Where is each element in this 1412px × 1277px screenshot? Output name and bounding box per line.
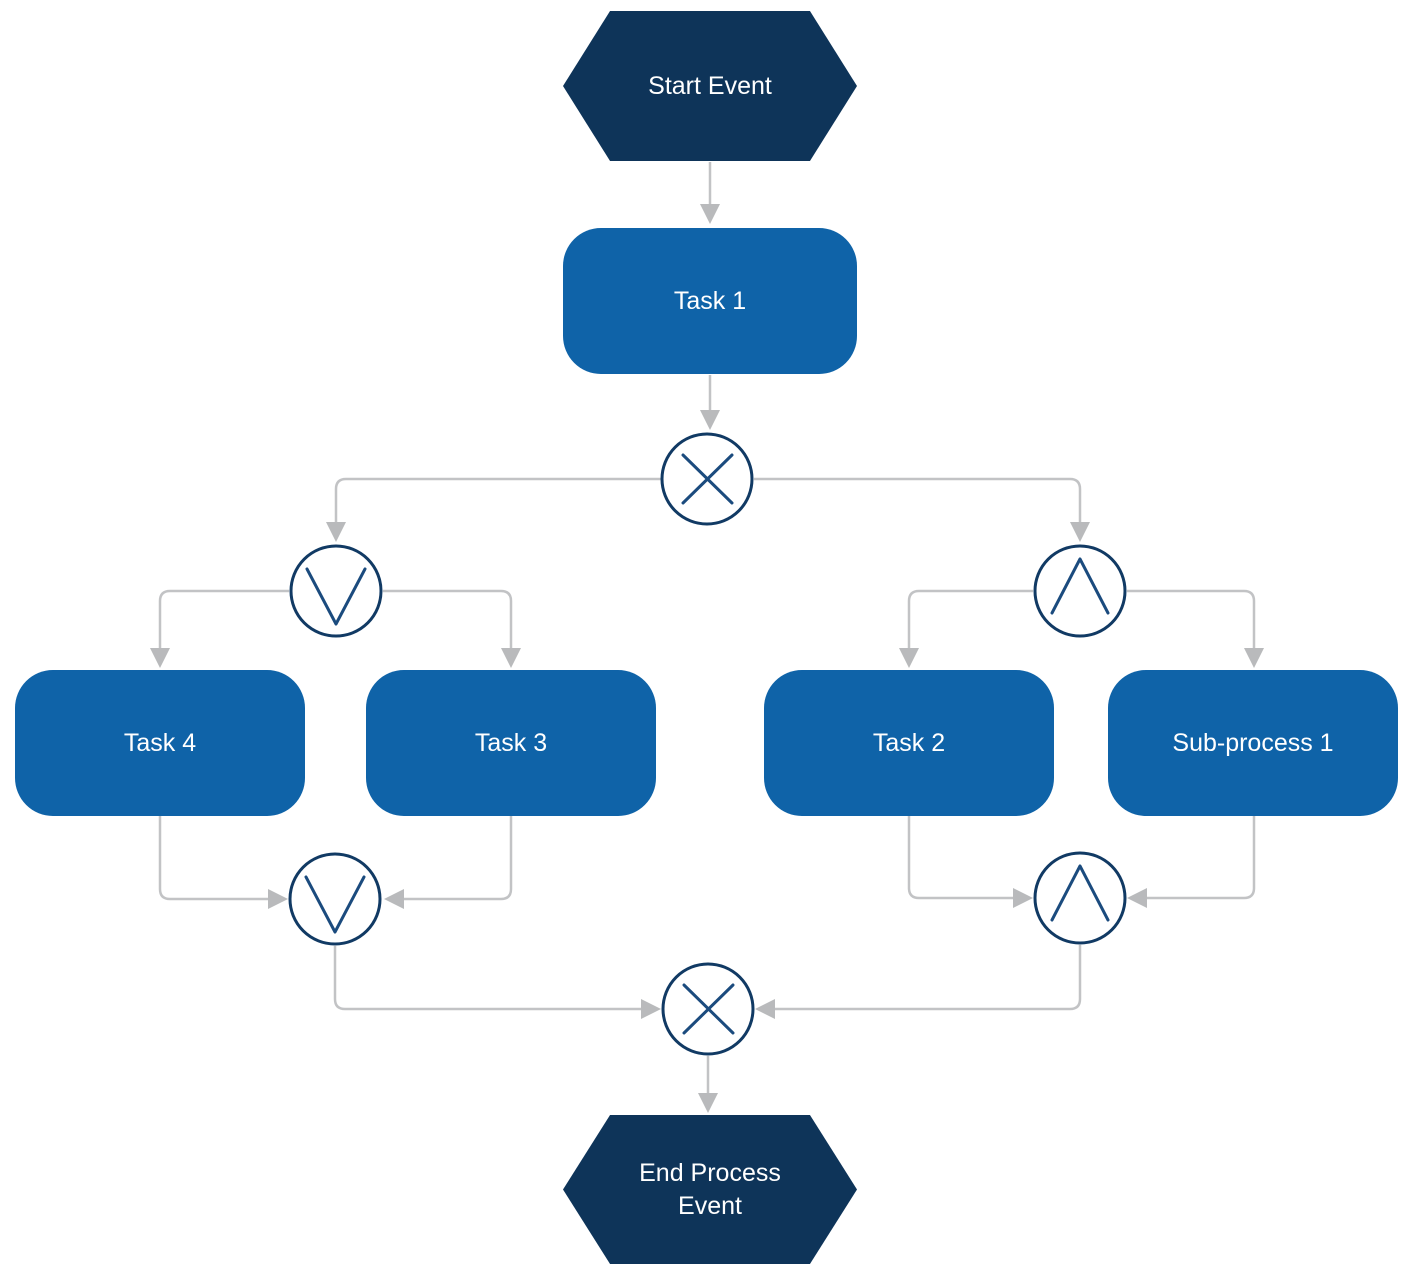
xor-x-icon	[682, 983, 735, 1035]
gateway-circle	[1033, 851, 1127, 945]
connector-task2-and-join	[907, 816, 1033, 908]
gateway-xor-join[interactable]	[661, 962, 755, 1056]
task-3-label: Task 3	[474, 728, 548, 757]
gateway-and-split[interactable]	[1033, 544, 1127, 638]
sub-process-1-label: Sub-process 1	[1172, 728, 1334, 757]
gateway-circle	[1033, 544, 1127, 638]
node-task-3[interactable]: Task 3	[366, 670, 656, 816]
task-4-label: Task 4	[123, 728, 197, 757]
connector-or-split-task4	[150, 589, 289, 668]
connector-and-join-xor-join	[755, 945, 1082, 1019]
start-event-label: Start Event	[648, 71, 772, 100]
gateway-and-join[interactable]	[1033, 851, 1127, 945]
gateway-xor-split[interactable]	[660, 432, 754, 526]
gateway-circle	[289, 544, 383, 638]
task-1-label: Task 1	[673, 286, 747, 315]
node-sub-process-1[interactable]: Sub-process 1	[1108, 670, 1398, 816]
node-task-2[interactable]: Task 2	[764, 670, 1054, 816]
gateway-circle	[288, 852, 382, 946]
gateway-or-join[interactable]	[288, 852, 382, 946]
end-process-event-label: End Process Event	[639, 1159, 781, 1220]
node-task-1[interactable]: Task 1	[563, 228, 857, 374]
node-end-process-event[interactable]: End Process Event	[563, 1115, 857, 1264]
and-caret-icon	[1050, 557, 1110, 615]
task-2-label: Task 2	[872, 728, 946, 757]
connector-subprocess1-and-join	[1127, 816, 1256, 908]
xor-x-icon	[681, 453, 734, 505]
connector-or-split-task3	[383, 589, 521, 668]
connector-and-split-subprocess1	[1127, 589, 1264, 668]
connector-task3-or-join	[384, 816, 513, 909]
node-start-event[interactable]: Start Event	[563, 11, 857, 161]
gateway-or-split[interactable]	[289, 544, 383, 638]
connector-task4-or-join	[158, 816, 288, 909]
connector-or-join-xor-join	[333, 946, 661, 1019]
or-v-icon	[304, 875, 366, 934]
or-v-icon	[305, 567, 367, 626]
connector-xor-split-or-split	[326, 477, 661, 542]
node-task-4[interactable]: Task 4	[15, 670, 305, 816]
connector-and-split-task2	[899, 589, 1033, 668]
and-caret-icon	[1050, 864, 1110, 922]
connector-xor-split-and-split	[754, 477, 1090, 542]
